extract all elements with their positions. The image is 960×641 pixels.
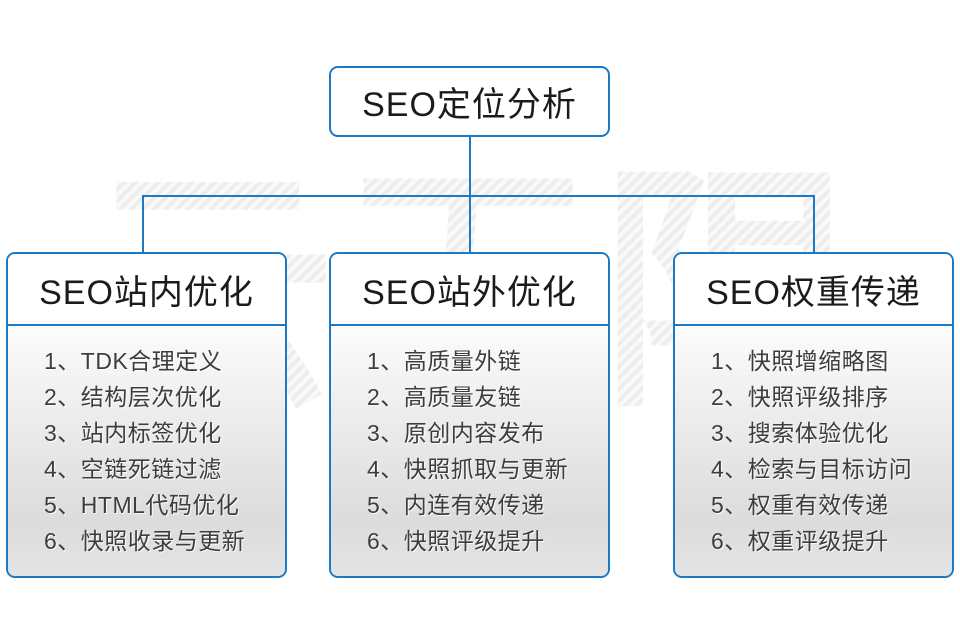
list-item: 6、快照收录与更新 bbox=[44, 528, 246, 554]
list-item: 2、快照评级排序 bbox=[711, 384, 889, 410]
list-item: 3、搜索体验优化 bbox=[711, 420, 889, 446]
column-offsite-list: 1、高质量外链 2、高质量友链 3、原创内容发布 4、快照抓取与更新 5、内连有… bbox=[331, 326, 608, 576]
column-onsite-title: SEO站内优化 bbox=[39, 273, 254, 312]
column-onsite-list: 1、TDK合理定义 2、结构层次优化 3、站内标签优化 4、空链死链过滤 5、H… bbox=[8, 326, 285, 576]
list-item: 5、权重有效传递 bbox=[711, 492, 889, 518]
list-item: 2、高质量友链 bbox=[367, 384, 522, 410]
column-offsite: SEO站外优化 1、高质量外链 2、高质量友链 3、原创内容发布 4、快照抓取与… bbox=[329, 252, 610, 578]
connector-drop-center bbox=[469, 196, 471, 253]
root-node: SEO定位分析 bbox=[329, 66, 610, 137]
list-item: 5、HTML代码优化 bbox=[44, 492, 240, 518]
list-item: 4、检索与目标访问 bbox=[711, 456, 913, 482]
list-item: 4、空链死链过滤 bbox=[44, 456, 222, 482]
list-item: 1、TDK合理定义 bbox=[44, 348, 223, 374]
list-item: 6、权重评级提升 bbox=[711, 528, 889, 554]
column-weight: SEO权重传递 1、快照增缩略图 2、快照评级排序 3、搜索体验优化 4、检索与… bbox=[673, 252, 954, 578]
root-node-title: SEO定位分析 bbox=[362, 86, 577, 124]
column-onsite-header: SEO站内优化 bbox=[8, 254, 285, 326]
list-item: 4、快照抓取与更新 bbox=[367, 456, 569, 482]
list-item: 3、原创内容发布 bbox=[367, 420, 545, 446]
column-weight-header: SEO权重传递 bbox=[675, 254, 952, 326]
list-item: 6、快照评级提升 bbox=[367, 528, 545, 554]
list-item: 3、站内标签优化 bbox=[44, 420, 222, 446]
connector-drop-right bbox=[813, 196, 815, 253]
list-item: 1、快照增缩略图 bbox=[711, 348, 889, 374]
connector-crossbar bbox=[142, 195, 815, 197]
list-item: 1、高质量外链 bbox=[367, 348, 522, 374]
list-item: 2、结构层次优化 bbox=[44, 384, 222, 410]
connector-drop-left bbox=[142, 196, 144, 253]
column-offsite-header: SEO站外优化 bbox=[331, 254, 608, 326]
column-weight-title: SEO权重传递 bbox=[706, 273, 921, 312]
column-weight-list: 1、快照增缩略图 2、快照评级排序 3、搜索体验优化 4、检索与目标访问 5、权… bbox=[675, 326, 952, 576]
column-offsite-title: SEO站外优化 bbox=[362, 273, 577, 312]
column-onsite: SEO站内优化 1、TDK合理定义 2、结构层次优化 3、站内标签优化 4、空链… bbox=[6, 252, 287, 578]
connector-root-stem bbox=[469, 136, 471, 196]
list-item: 5、内连有效传递 bbox=[367, 492, 545, 518]
